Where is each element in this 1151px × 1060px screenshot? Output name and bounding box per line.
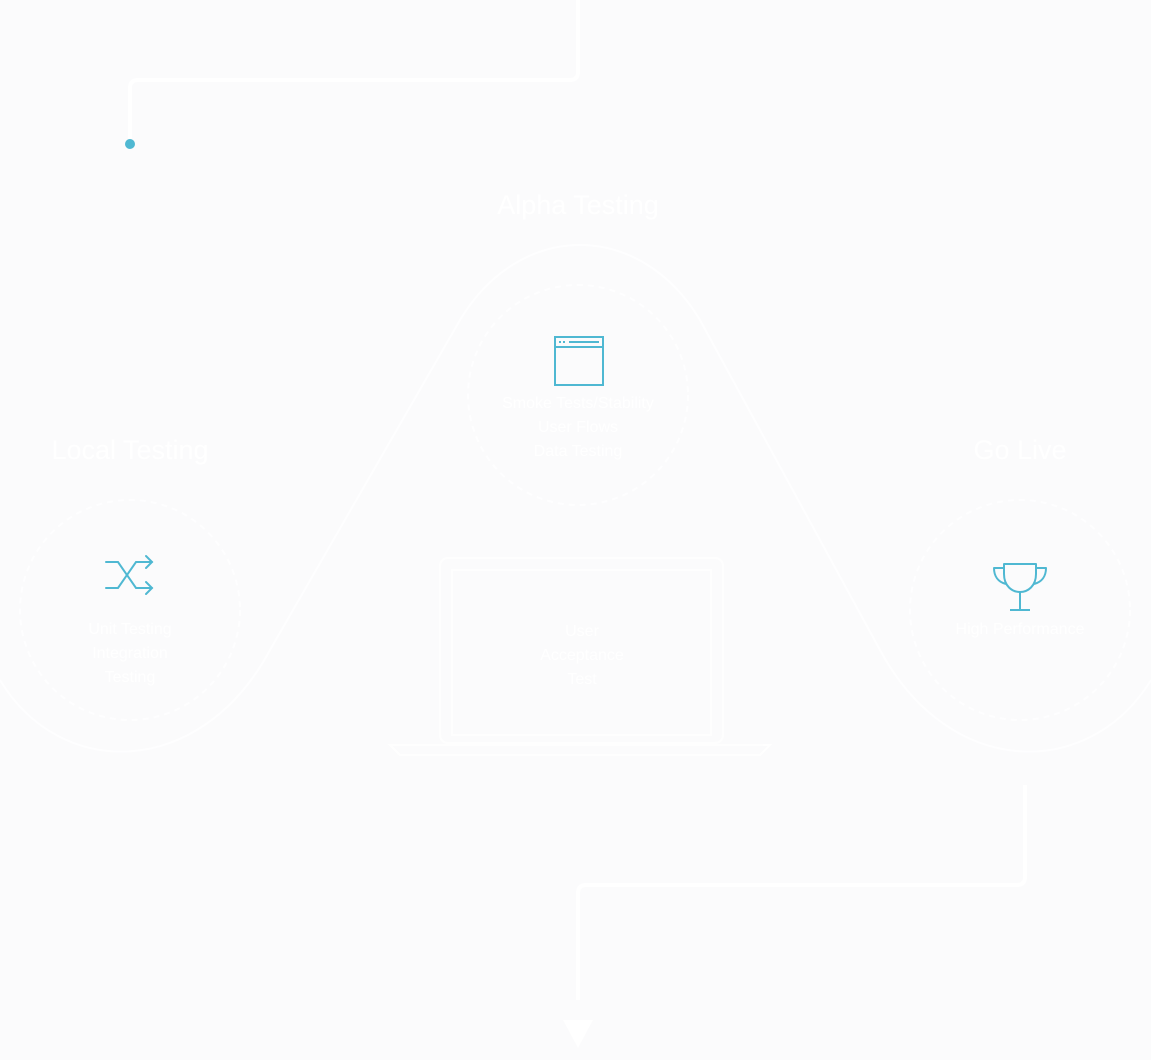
browser-window-icon bbox=[553, 335, 605, 387]
alpha-title: Alpha Testing bbox=[497, 190, 659, 220]
top-connector-line bbox=[128, 0, 580, 140]
shuffle-icon bbox=[104, 552, 156, 598]
laptop-line-2: Acceptance bbox=[540, 647, 624, 664]
local-line-2: Integration bbox=[92, 645, 168, 662]
golive-circle bbox=[909, 499, 1131, 721]
laptop-line-3: Test bbox=[567, 671, 597, 688]
local-line-3: Testing bbox=[104, 669, 156, 686]
alpha-line-2: User Flows bbox=[537, 419, 618, 436]
golive-title: Go Live bbox=[973, 435, 1067, 465]
end-arrow-icon bbox=[563, 1020, 593, 1048]
start-dot bbox=[125, 139, 135, 149]
alpha-circle bbox=[467, 284, 689, 506]
local-description: Unit Testing Integration Testing bbox=[30, 618, 230, 690]
laptop-description: User Acceptance Test bbox=[482, 620, 682, 692]
local-circle bbox=[19, 499, 241, 721]
wave-shape bbox=[0, 244, 1151, 753]
local-line-1: Unit Testing bbox=[88, 621, 172, 638]
golive-description: High Performance bbox=[920, 618, 1120, 642]
bottom-connector-line bbox=[576, 785, 1027, 1000]
local-title: Local Testing bbox=[51, 435, 209, 465]
golive-line-1: High Performance bbox=[955, 621, 1085, 638]
laptop-line-1: User bbox=[565, 623, 599, 640]
alpha-line-1: Smoke Tests/Stability bbox=[502, 395, 654, 412]
alpha-description: Smoke Tests/Stability User Flows Data Te… bbox=[468, 392, 688, 464]
alpha-line-3: Data Testing bbox=[533, 443, 623, 460]
trophy-icon bbox=[992, 560, 1048, 614]
laptop-icon bbox=[387, 557, 773, 756]
